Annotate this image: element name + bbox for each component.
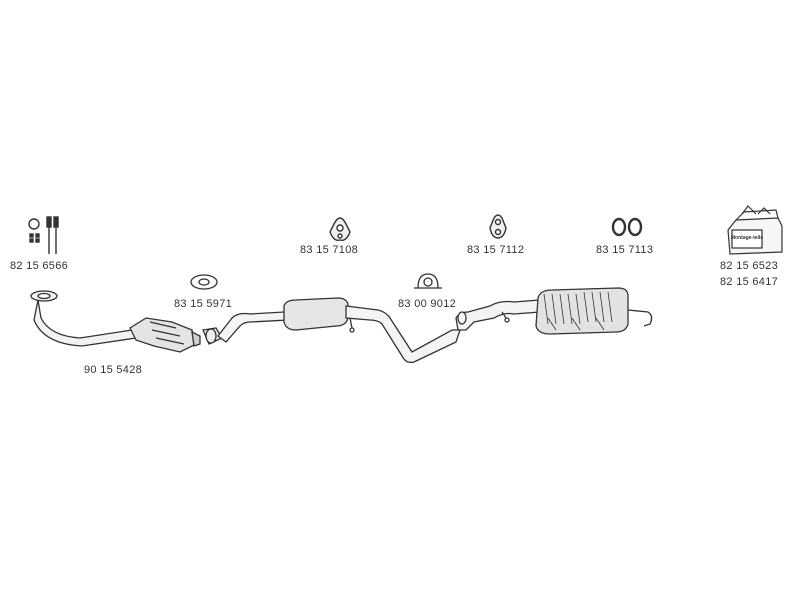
front-silencer-icon (283, 297, 355, 333)
catalytic-converter-icon (129, 317, 201, 353)
part-number-hanger-rear: 83 15 7113 (596, 244, 654, 256)
catalyst-gasket-icon (190, 274, 218, 290)
part-number-gasket-kit: 82 15 6566 (10, 260, 69, 272)
front-pipe-icon (30, 290, 137, 347)
pipe-clamp-icon (414, 273, 442, 289)
rubber-hanger-icon (329, 217, 351, 242)
mounting-kit-box-label: Montage-teile (731, 235, 763, 241)
mounting-kit-box-icon (727, 205, 783, 255)
part-number-clamp: 83 00 9012 (398, 298, 457, 310)
rubber-hanger-mid-icon (489, 214, 507, 239)
part-number-hanger-mid: 83 15 7112 (467, 244, 525, 256)
tail-inlet-pipe-icon (455, 299, 541, 331)
part-number-hanger-front: 83 15 7108 (300, 244, 359, 256)
part-number-mounting-kit-2: 82 15 6417 (720, 276, 779, 288)
rubber-hanger-rear-icon (611, 217, 643, 237)
part-number-mounting-kit-1: 82 15 6523 (720, 260, 779, 272)
gasket-bolt-kit-icon (28, 216, 59, 254)
rear-connecting-pipe-icon (345, 305, 461, 364)
intermediate-pipe-icon (217, 311, 290, 343)
part-number-catalyst-gasket: 83 15 5971 (174, 298, 233, 310)
part-number-front-pipe: 90 15 5428 (84, 364, 143, 376)
pipe-connector-icon (202, 327, 223, 345)
rear-silencer-icon (535, 287, 653, 335)
